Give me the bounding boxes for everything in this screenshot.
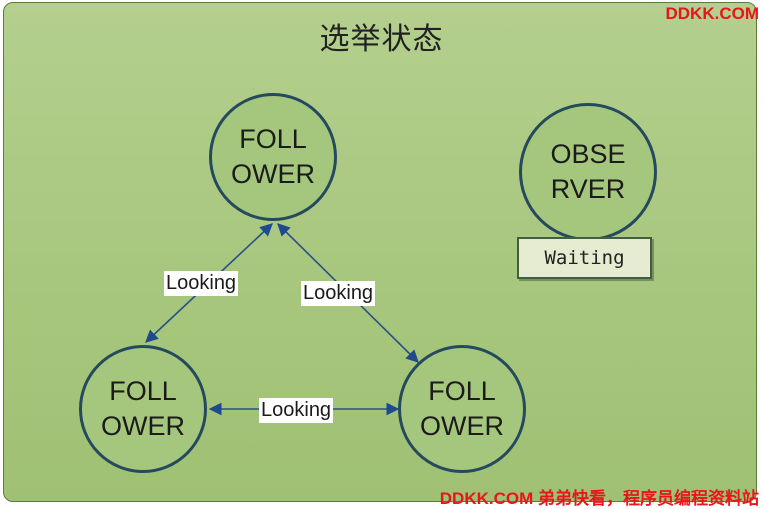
observer-status-box: Waiting [517, 237, 652, 279]
diagram-title: 选举状态 [319, 22, 444, 57]
node-follower-top: FOLL OWER [209, 93, 337, 221]
watermark-bottom: DDKK.COM 弟弟快看，程序员编程资料站 [439, 489, 759, 508]
edge-label-top-left: Looking [164, 271, 239, 296]
node-follower-left: FOLL OWER [79, 345, 207, 473]
edge-label-top-right: Looking [301, 281, 376, 306]
watermark-top: DDKK.COM [665, 4, 760, 23]
edge-label-left-right: Looking [259, 398, 334, 423]
node-follower-right: FOLL OWER [398, 345, 526, 473]
node-observer: OBSE RVER [519, 103, 657, 241]
